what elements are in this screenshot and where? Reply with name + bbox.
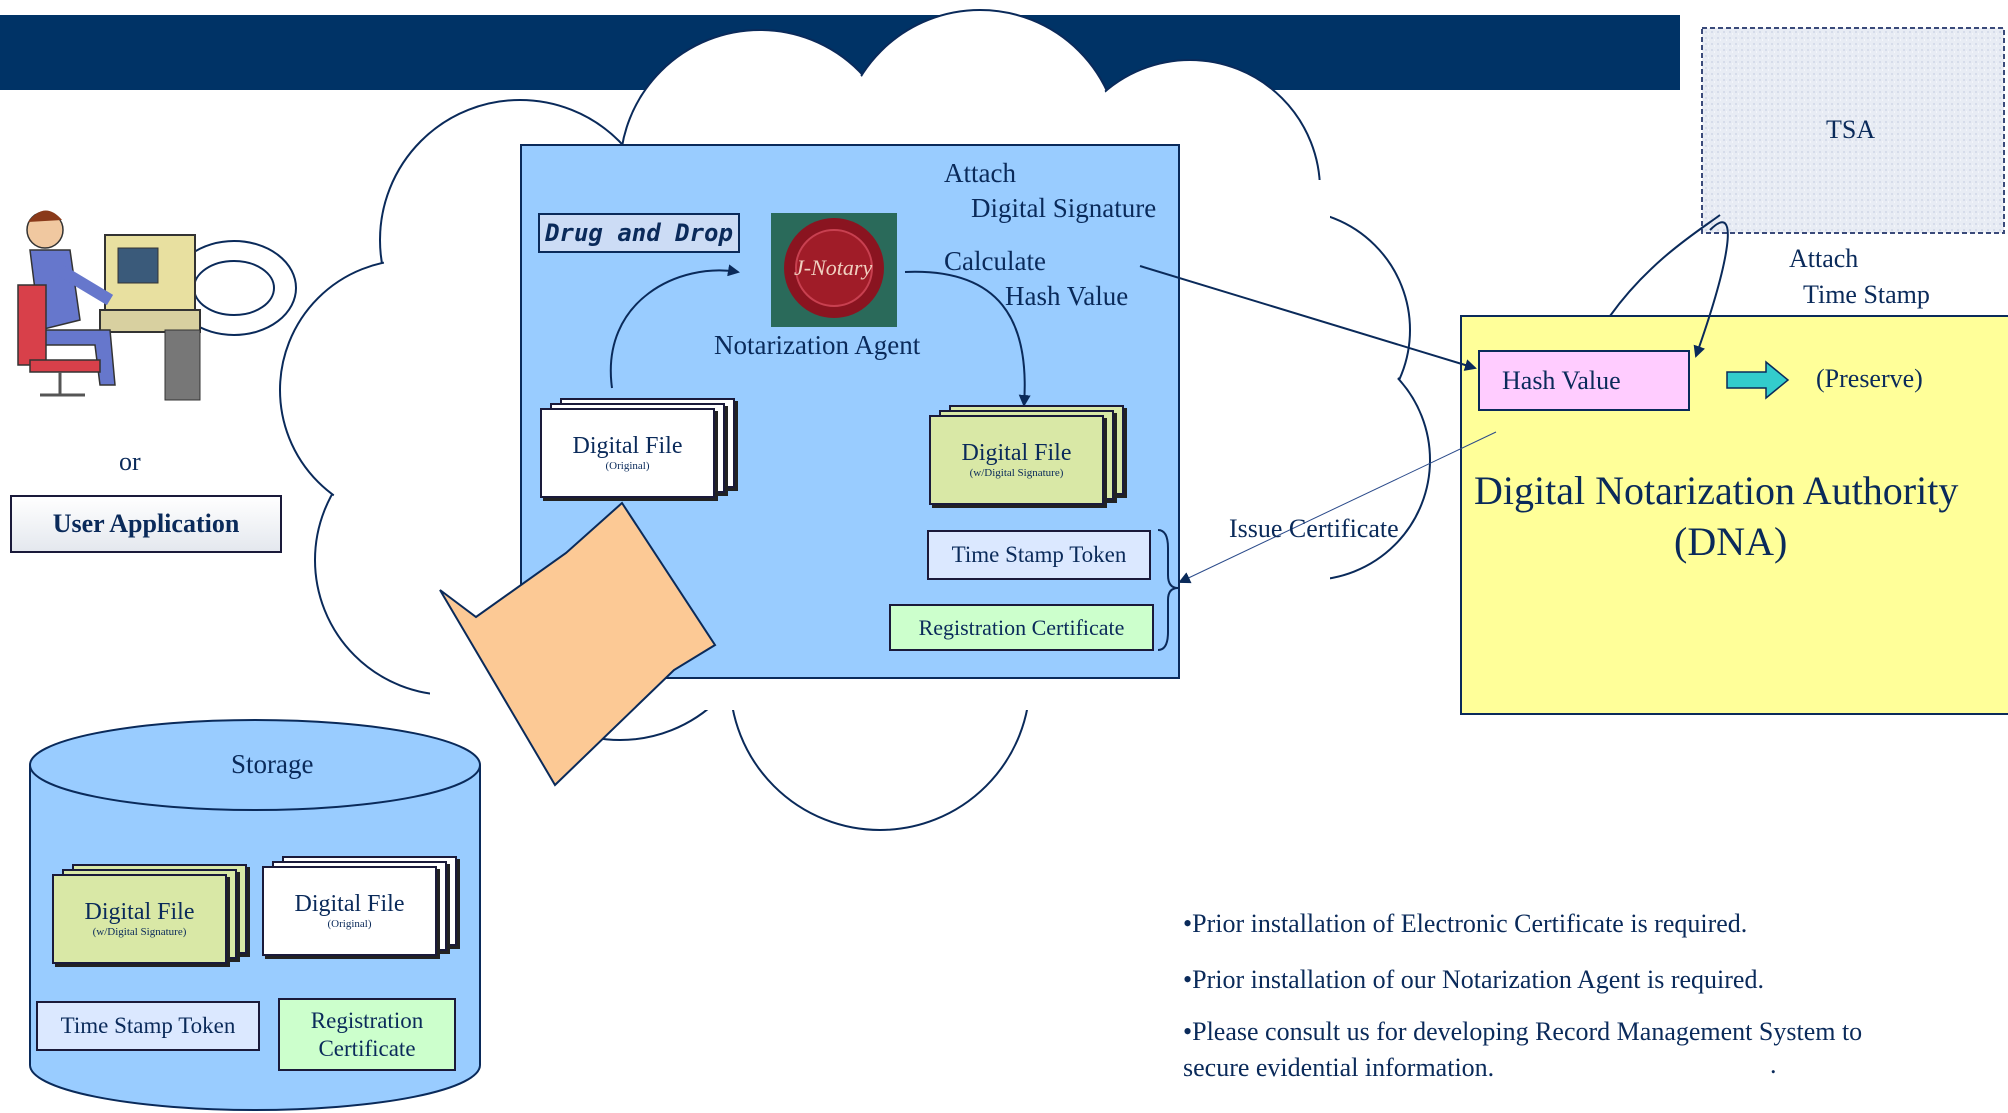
attach-signature-label-1: Attach (944, 158, 1016, 188)
arrow-hash-to-dna (1139, 265, 1477, 371)
notarization-agent-label: Notarization Agent (714, 330, 921, 360)
file-subtitle: (w/Digital Signature) (969, 467, 1064, 479)
registration-certificate-box[interactable]: Registration Certificate (889, 604, 1154, 651)
thought-bubble-small (193, 260, 275, 316)
file-title: Digital File (961, 440, 1072, 466)
calculate-label-1: Calculate (944, 246, 1046, 276)
dna-title-line1: Digital Notarization Authority (1474, 468, 1959, 513)
file-title: Digital File (294, 891, 405, 917)
right-arrow-icon (1726, 360, 1790, 400)
note-trailing-dot: . (1770, 1050, 1777, 1079)
note-4: secure evidential information. (1183, 1053, 1495, 1082)
tsa-label: TSA (1826, 115, 1876, 144)
calculate-label-2: Hash Value (1005, 281, 1129, 311)
wax-seal-icon (771, 213, 897, 327)
file-title: Digital File (572, 433, 683, 459)
arrow-from-agent (904, 270, 1031, 407)
file-title: Digital File (84, 899, 195, 925)
digital-file-signed[interactable]: Digital File (w/Digital Signature) (929, 405, 1129, 515)
storage-registration-certificate-box[interactable]: Registration Certificate (278, 998, 456, 1071)
tsa-out-line (1609, 214, 1721, 317)
digital-file-original[interactable]: Digital File (Original) (540, 398, 740, 508)
dna-title-line2: (DNA) (1674, 519, 1788, 564)
storage-digital-file-signed[interactable]: Digital File (w/Digital Signature) (52, 864, 252, 974)
note-1: •Prior installation of Electronic Certif… (1183, 909, 1748, 938)
seal-text: J-Notary (794, 255, 873, 280)
storage-time-stamp-token-box[interactable]: Time Stamp Token (36, 1001, 260, 1051)
time-stamp-token-box[interactable]: Time Stamp Token (927, 530, 1151, 580)
or-label: or (119, 447, 141, 476)
note-3: •Please consult us for developing Record… (1183, 1017, 1863, 1046)
issue-certificate-label: Issue Certificate (1229, 514, 1399, 543)
user-application-label: User Application (52, 509, 240, 538)
drag-and-drop-label: Drug and Drop (538, 213, 740, 253)
tsa-loop-arrow (1693, 221, 1729, 358)
tsa-box (1701, 27, 2005, 234)
storage-label: Storage (231, 749, 314, 779)
file-subtitle: (Original) (605, 460, 650, 472)
line-issue-cert (1178, 431, 1497, 584)
attach-time-stamp-label-2: Time Stamp (1803, 280, 1930, 309)
file-subtitle: (Original) (327, 918, 372, 930)
user-application-button[interactable]: User Application (10, 495, 282, 553)
note-2: •Prior installation of our Notarization … (1183, 965, 1764, 994)
big-arrow-icon (439, 501, 717, 787)
hash-value-box[interactable]: Hash Value (1478, 350, 1690, 411)
bracket (1157, 529, 1179, 651)
attach-time-stamp-label-1: Attach (1789, 244, 1859, 273)
arrow-to-agent (609, 264, 740, 389)
file-subtitle: (w/Digital Signature) (92, 926, 187, 938)
attach-signature-label-2: Digital Signature (971, 193, 1157, 223)
storage-digital-file-original[interactable]: Digital File (Original) (262, 856, 462, 966)
person-at-computer-icon (17, 210, 201, 401)
preserve-label: (Preserve) (1816, 364, 1923, 393)
